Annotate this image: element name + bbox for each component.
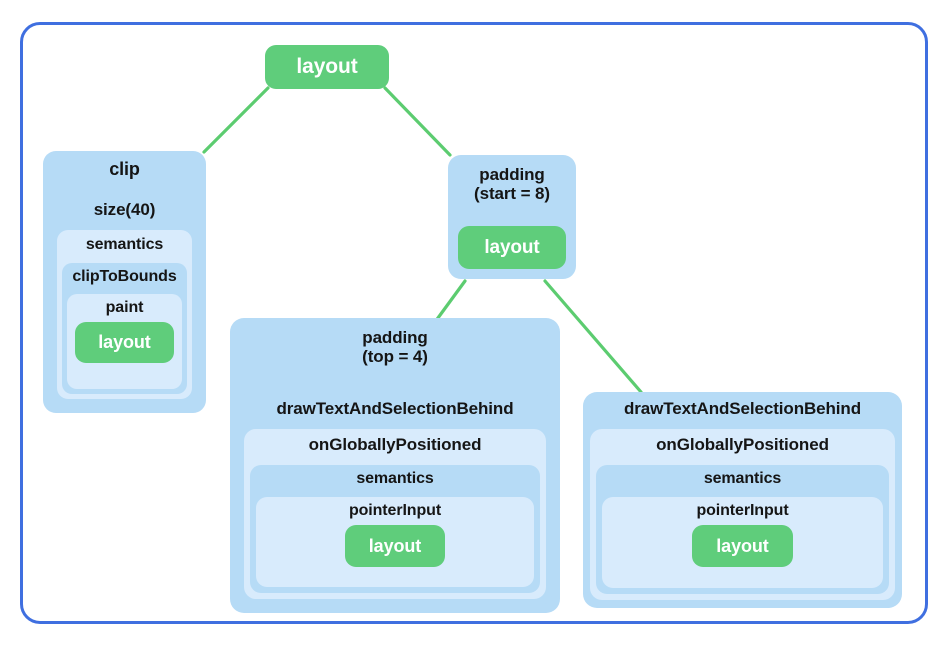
node-padding-start-label: padding (start = 8): [474, 165, 550, 204]
node-paint[interactable]: paint layout: [67, 294, 182, 389]
node-cliptobounds-label: clipToBounds: [72, 268, 177, 285]
node-clip-layout[interactable]: layout: [75, 322, 174, 363]
node-cliptobounds[interactable]: clipToBounds paint layout: [62, 263, 187, 394]
node-semantics-mid[interactable]: semantics pointerInput layout: [250, 465, 540, 593]
node-on-globally-positioned-right-label: onGloballyPositioned: [656, 435, 829, 454]
node-on-globally-positioned-mid-label: onGloballyPositioned: [308, 435, 482, 454]
node-on-globally-positioned-mid[interactable]: onGloballyPositioned semantics pointerIn…: [244, 429, 546, 599]
node-clip-label: clip: [109, 159, 140, 179]
node-clip[interactable]: clip size(40) semantics clipToBounds pai…: [43, 151, 206, 413]
node-draw-text-right[interactable]: drawTextAndSelectionBehind onGloballyPos…: [583, 392, 902, 608]
node-on-globally-positioned-right[interactable]: onGloballyPositioned semantics pointerIn…: [590, 429, 895, 600]
diagram-outer-frame: [20, 22, 928, 624]
node-semantics-clip[interactable]: semantics clipToBounds paint layout: [57, 230, 192, 399]
node-draw-text-right-layout[interactable]: layout: [692, 525, 793, 567]
node-pointerinput-mid[interactable]: pointerInput layout: [256, 497, 534, 587]
node-pointerinput-mid-label: pointerInput: [348, 502, 442, 519]
node-semantics-mid-label: semantics: [356, 470, 434, 487]
node-pointerinput-right-label: pointerInput: [696, 502, 789, 519]
node-draw-text-right-label: drawTextAndSelectionBehind: [623, 399, 861, 418]
node-padding-top-layout[interactable]: layout: [345, 525, 445, 567]
node-draw-text-right-layout-label: layout: [716, 535, 769, 556]
node-padding-top-label: padding (top = 4): [362, 328, 428, 367]
node-size40-label: size(40): [93, 200, 156, 219]
node-root-layout-label: layout: [296, 55, 358, 78]
node-semantics-right[interactable]: semantics pointerInput layout: [596, 465, 889, 594]
node-size40[interactable]: size(40) semantics clipToBounds paint la…: [51, 194, 198, 405]
node-padding-top[interactable]: padding (top = 4) drawTextAndSelectionBe…: [230, 318, 560, 613]
node-paint-label: paint: [105, 299, 144, 316]
node-clip-layout-label: layout: [98, 332, 151, 352]
node-draw-text-mid-label: drawTextAndSelectionBehind: [276, 399, 514, 418]
node-padding-start-layout-label: layout: [484, 236, 540, 258]
node-draw-text-mid[interactable]: drawTextAndSelectionBehind onGloballyPos…: [238, 393, 552, 605]
node-padding-start[interactable]: padding (start = 8) layout: [448, 155, 576, 279]
node-semantics-clip-label: semantics: [85, 236, 164, 253]
node-padding-top-layout-label: layout: [368, 535, 422, 556]
node-pointerinput-right[interactable]: pointerInput layout: [602, 497, 883, 588]
node-padding-start-layout[interactable]: layout: [458, 226, 566, 269]
node-root-layout[interactable]: layout: [265, 45, 389, 89]
node-semantics-right-label: semantics: [703, 470, 782, 487]
